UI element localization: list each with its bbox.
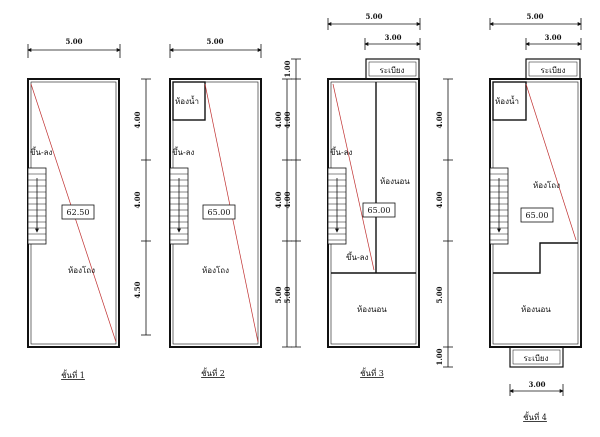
depth-dim-4: 5.00 — [283, 286, 292, 303]
floor-caption: ชั้นที่ 3 — [360, 367, 384, 378]
width-dimension: 5.00 — [489, 12, 582, 30]
balcony-dim-label-top: 3.00 — [544, 33, 561, 42]
depth-dimension: 1.00 4.00 4.00 5.00 — [283, 58, 301, 348]
balcony-label: ระเบียง — [380, 66, 405, 75]
width-dim-label: 5.00 — [206, 37, 223, 46]
depth-dim-2: 4.00 — [133, 191, 142, 208]
area-label: 62.50 — [67, 208, 90, 217]
balcony-dim-label-bottom: 3.00 — [528, 380, 545, 389]
bath-label: ห้องน้ำ — [495, 95, 519, 106]
bedroom-label: ห้องนอน — [521, 305, 551, 314]
depth-dim-1: 4.00 — [274, 111, 283, 128]
staircase — [327, 167, 347, 245]
width-dimension: 5.00 — [327, 12, 421, 30]
depth-dim-2: 4.00 — [283, 111, 292, 128]
living-room-label: ห้องโถง — [68, 265, 95, 275]
living-room-label: ห้องโถง — [533, 180, 560, 190]
depth-dimension: 4.00 4.00 5.00 1.00 — [435, 78, 453, 368]
bedroom-label: ห้องนอน — [380, 177, 410, 186]
staircase — [169, 167, 189, 245]
depth-dim-3: 5.00 — [274, 286, 283, 303]
depth-dim-1: 1.00 — [283, 60, 292, 77]
living-room-label: ห้องโถง — [202, 265, 229, 275]
width-dim-label: 5.00 — [526, 12, 543, 21]
stair-label-lower: ขึ้น-ลง — [346, 251, 369, 262]
balcony-dimension-bottom: 3.00 — [509, 380, 564, 396]
bedroom-label: ห้องนอน — [357, 305, 387, 314]
depth-dim-2: 4.00 — [435, 191, 444, 208]
stair-label: ขึ้น-ลง — [330, 146, 353, 157]
area-box — [362, 202, 396, 218]
balcony-dimension-top: 3.00 — [525, 33, 582, 50]
width-dim-label: 5.00 — [365, 12, 382, 21]
depth-dim-2: 4.00 — [274, 191, 283, 208]
floor-plan-4: 5.00 3.00 ระเบียง ห้องน้ำ — [435, 12, 582, 422]
stair-label: ขึ้น-ลง — [30, 146, 53, 157]
area-label: 65.00 — [208, 208, 231, 217]
area-box — [520, 207, 554, 223]
area-label: 65.00 — [368, 206, 391, 215]
balcony-dim-label: 3.00 — [384, 33, 401, 42]
balcony — [509, 346, 564, 368]
bath-label: ห้องน้ำ — [175, 95, 199, 106]
depth-dim-3: 4.50 — [133, 281, 142, 298]
balcony-dimension: 3.00 — [364, 33, 421, 50]
stair-label: ขึ้น-ลง — [172, 146, 195, 157]
balcony-label: ระเบียง — [541, 66, 566, 75]
diagonal-line — [525, 83, 577, 241]
floor-caption: ชั้นที่ 4 — [523, 411, 547, 422]
bathroom — [492, 81, 527, 121]
depth-dim-3: 5.00 — [435, 286, 444, 303]
staircase — [27, 167, 47, 245]
width-dimension: 5.00 — [27, 37, 121, 58]
floor-plan-3: 5.00 3.00 ระเบียง — [283, 12, 421, 378]
area-box — [202, 204, 236, 220]
depth-dim-1: 4.00 — [133, 111, 142, 128]
depth-dim-4: 1.00 — [435, 348, 444, 365]
area-label: 65.00 — [526, 211, 549, 220]
bathroom — [172, 81, 206, 121]
area-box — [61, 204, 95, 220]
depth-dim-3: 4.00 — [283, 191, 292, 208]
floor-plan-1: 5.00 ขึ้น-ลง 62.50 ห้องโถง — [27, 37, 151, 380]
staircase — [489, 167, 509, 245]
floor-plan-2: 5.00 ห้องน้ำ ขึ้น-ลง 65.00 ห้องโถง — [169, 37, 292, 378]
depth-dimension: 4.00 4.00 5.00 — [274, 78, 292, 348]
depth-dimension: 4.00 4.00 4.50 — [133, 78, 151, 336]
width-dim-label: 5.00 — [65, 37, 82, 46]
width-dimension: 5.00 — [169, 37, 262, 58]
depth-dim-1: 4.00 — [435, 111, 444, 128]
balcony-label: ระเบียง — [524, 354, 549, 363]
diagonal-line — [332, 83, 375, 271]
floor-caption: ชั้นที่ 2 — [201, 367, 225, 378]
floor-caption: ชั้นที่ 1 — [61, 369, 85, 380]
